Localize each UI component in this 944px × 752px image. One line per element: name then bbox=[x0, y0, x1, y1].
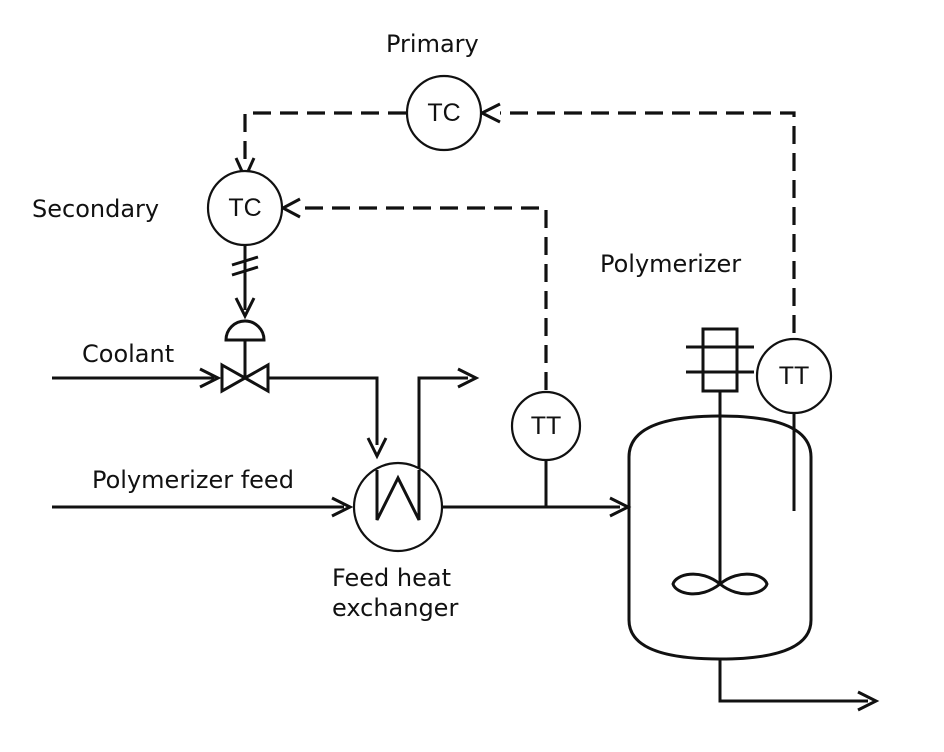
flow-arrowhead bbox=[366, 437, 388, 460]
reactor-temperature-transmitter: TT bbox=[755, 337, 833, 415]
polymerizer-label: Polymerizer bbox=[600, 250, 741, 278]
feed-tt-to-secondary-signal bbox=[300, 206, 548, 390]
primary-tc-bubble bbox=[405, 74, 483, 152]
secondary-label: Secondary bbox=[32, 195, 159, 223]
feed-heat-exchanger-label-line2: exchanger bbox=[332, 594, 458, 622]
valve-actuator-icon bbox=[224, 319, 266, 342]
control-valve-icon bbox=[220, 362, 270, 394]
reactor-tt-to-primary-signal bbox=[500, 111, 796, 333]
feed-temperature-transmitter: TT bbox=[510, 390, 582, 462]
pneumatic-signal-hash bbox=[231, 255, 259, 277]
agitator-motor-icon bbox=[701, 327, 739, 393]
coolant-to-exchanger-line bbox=[268, 376, 379, 445]
reactor-tt-label: TT bbox=[779, 362, 810, 390]
coolant-outlet-line bbox=[417, 376, 468, 470]
secondary-tc-bubble bbox=[206, 169, 284, 247]
primary-to-secondary-signal bbox=[243, 111, 406, 160]
impeller-icon bbox=[671, 572, 769, 596]
feed-heat-exchanger-label-line1: Feed heat bbox=[332, 564, 451, 592]
primary-temperature-controller: TC bbox=[405, 74, 483, 152]
polymerizer-feed-label: Polymerizer feed bbox=[92, 466, 294, 494]
product-outlet-line bbox=[718, 659, 868, 703]
primary-tc-label: TC bbox=[427, 99, 460, 127]
flow-arrowhead bbox=[857, 690, 880, 712]
flow-arrowhead bbox=[457, 367, 480, 389]
signal-arrowhead bbox=[279, 197, 301, 219]
primary-label: Primary bbox=[386, 30, 479, 58]
reactor-tt-bubble bbox=[755, 337, 833, 415]
agitator-bars bbox=[686, 345, 754, 374]
flow-arrowhead bbox=[199, 367, 222, 389]
feed-tt-bubble bbox=[510, 390, 582, 462]
signal-arrowhead bbox=[234, 297, 256, 320]
feed-tt-label: TT bbox=[531, 412, 562, 440]
flow-arrowhead bbox=[331, 496, 354, 518]
polymerizer-vessel bbox=[627, 414, 813, 661]
signal-arrowhead bbox=[478, 102, 501, 124]
exchanger-coil-icon bbox=[375, 470, 421, 521]
secondary-tc-label: TC bbox=[228, 194, 261, 222]
secondary-temperature-controller: TC bbox=[206, 169, 284, 247]
coolant-label: Coolant bbox=[82, 340, 174, 368]
